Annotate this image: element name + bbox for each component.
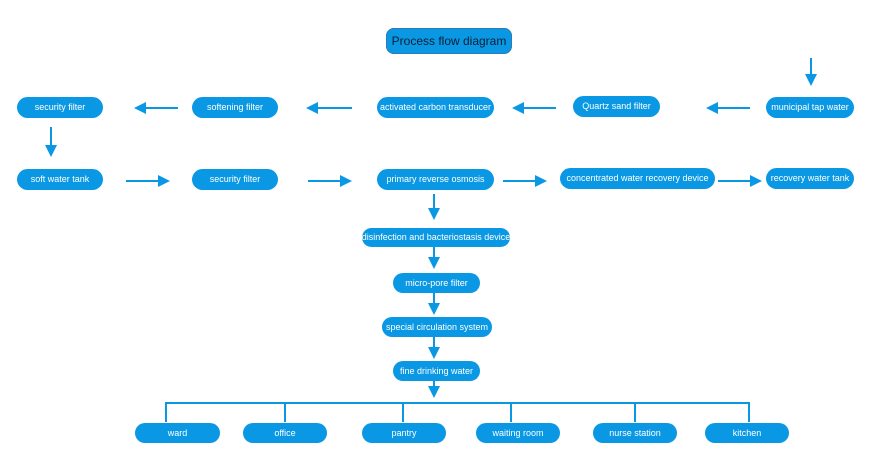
node-waiting-room: waiting room: [476, 423, 560, 443]
node-security-filter-1: security filter: [17, 97, 103, 118]
node-quartz-sand-filter: Quartz sand filter: [573, 96, 660, 117]
node-micro-pore-filter: micro-pore filter: [393, 273, 480, 293]
node-primary-reverse-osmosis: primary reverse osmosis: [377, 169, 494, 190]
node-nurse-station: nurse station: [593, 423, 677, 443]
node-concentrated-water-recovery: concentrated water recovery device: [560, 168, 715, 189]
node-softening-filter: softening filter: [192, 97, 278, 118]
node-activated-carbon: activated carbon transducer: [377, 97, 494, 118]
node-kitchen: kitchen: [705, 423, 789, 443]
node-special-circulation-system: special circulation system: [382, 317, 492, 337]
node-soft-water-tank: soft water tank: [17, 169, 103, 190]
node-fine-drinking-water: fine drinking water: [393, 361, 480, 381]
node-municipal-tap-water: municipal tap water: [766, 97, 854, 118]
diagram-title: Process flow diagram: [386, 28, 512, 54]
node-pantry: pantry: [362, 423, 446, 443]
node-office: office: [243, 423, 327, 443]
node-disinfection-device: disinfection and bacteriostasis device: [362, 228, 510, 247]
node-security-filter-2: security filter: [192, 169, 278, 190]
node-ward: ward: [135, 423, 220, 443]
node-recovery-water-tank: recovery water tank: [766, 168, 854, 189]
